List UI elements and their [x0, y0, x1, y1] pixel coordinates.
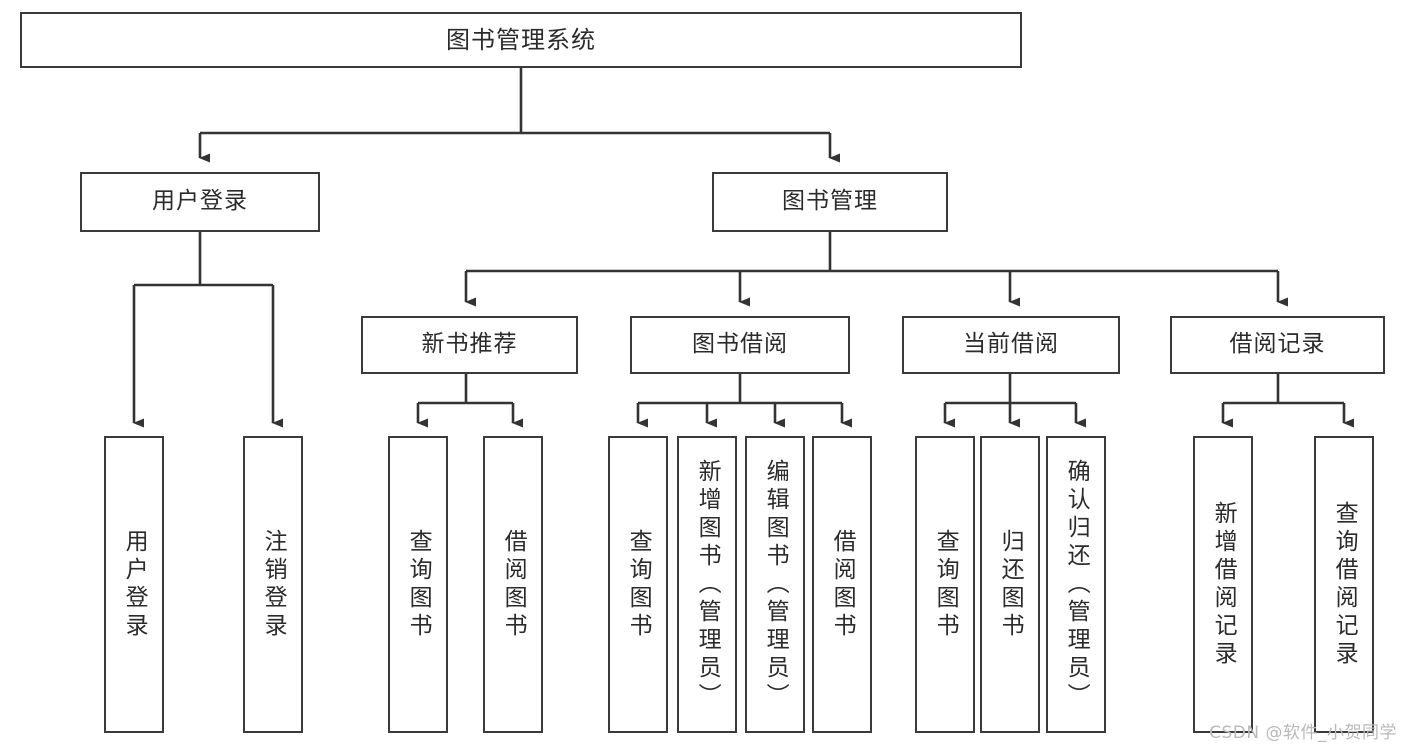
- node-new-book-recommend[interactable]: 新书推荐: [361, 316, 578, 374]
- leaf-book-borrow-add[interactable]: 新增图书（管理员）: [677, 436, 737, 733]
- leaf-user-login-logout[interactable]: 注销登录: [243, 436, 303, 733]
- node-label: 借阅图书: [500, 528, 527, 641]
- leaf-borrow-record-add[interactable]: 新增借阅记录: [1193, 436, 1253, 733]
- node-label: 借阅图书: [829, 528, 856, 641]
- node-book-management[interactable]: 图书管理: [712, 172, 948, 232]
- node-label: 当前借阅: [963, 331, 1059, 358]
- node-label: 查询图书: [625, 528, 652, 641]
- leaf-book-borrow-edit[interactable]: 编辑图书（管理员）: [745, 436, 805, 733]
- leaf-borrow-record-query[interactable]: 查询借阅记录: [1314, 436, 1374, 733]
- leaf-current-borrow-query[interactable]: 查询图书: [915, 436, 975, 733]
- node-label: 用户登录: [121, 528, 148, 641]
- node-label: 用户登录: [152, 188, 248, 215]
- node-root-system[interactable]: 图书管理系统: [20, 12, 1022, 68]
- node-label: 查询图书: [405, 528, 432, 641]
- node-label: 图书借阅: [692, 331, 788, 358]
- node-borrow-record[interactable]: 借阅记录: [1170, 316, 1385, 374]
- leaf-new-book-query[interactable]: 查询图书: [388, 436, 448, 733]
- node-current-borrow[interactable]: 当前借阅: [902, 316, 1120, 374]
- node-label: 确认归还（管理员）: [1063, 458, 1090, 711]
- node-label: 查询图书: [932, 528, 959, 641]
- watermark-text: CSDN @软件_小贺同学: [1209, 723, 1397, 743]
- node-label: 图书管理: [782, 188, 878, 215]
- leaf-current-borrow-return[interactable]: 归还图书: [980, 436, 1040, 733]
- node-label: 新增图书（管理员）: [694, 458, 721, 711]
- node-label: 新增借阅记录: [1210, 500, 1237, 669]
- node-label: 编辑图书（管理员）: [762, 458, 789, 711]
- node-label: 归还图书: [997, 528, 1024, 641]
- leaf-new-book-borrow[interactable]: 借阅图书: [483, 436, 543, 733]
- node-book-borrow[interactable]: 图书借阅: [630, 316, 850, 374]
- leaf-book-borrow-borrow[interactable]: 借阅图书: [812, 436, 872, 733]
- node-user-login[interactable]: 用户登录: [80, 172, 320, 232]
- node-label: 图书管理系统: [446, 25, 596, 54]
- node-label: 借阅记录: [1229, 331, 1326, 358]
- leaf-current-borrow-confirm-return[interactable]: 确认归还（管理员）: [1046, 436, 1106, 733]
- node-label: 查询借阅记录: [1331, 500, 1358, 669]
- node-label: 新书推荐: [421, 331, 518, 358]
- leaf-user-login-login[interactable]: 用户登录: [104, 436, 164, 733]
- node-label: 注销登录: [260, 528, 287, 641]
- leaf-book-borrow-query[interactable]: 查询图书: [608, 436, 668, 733]
